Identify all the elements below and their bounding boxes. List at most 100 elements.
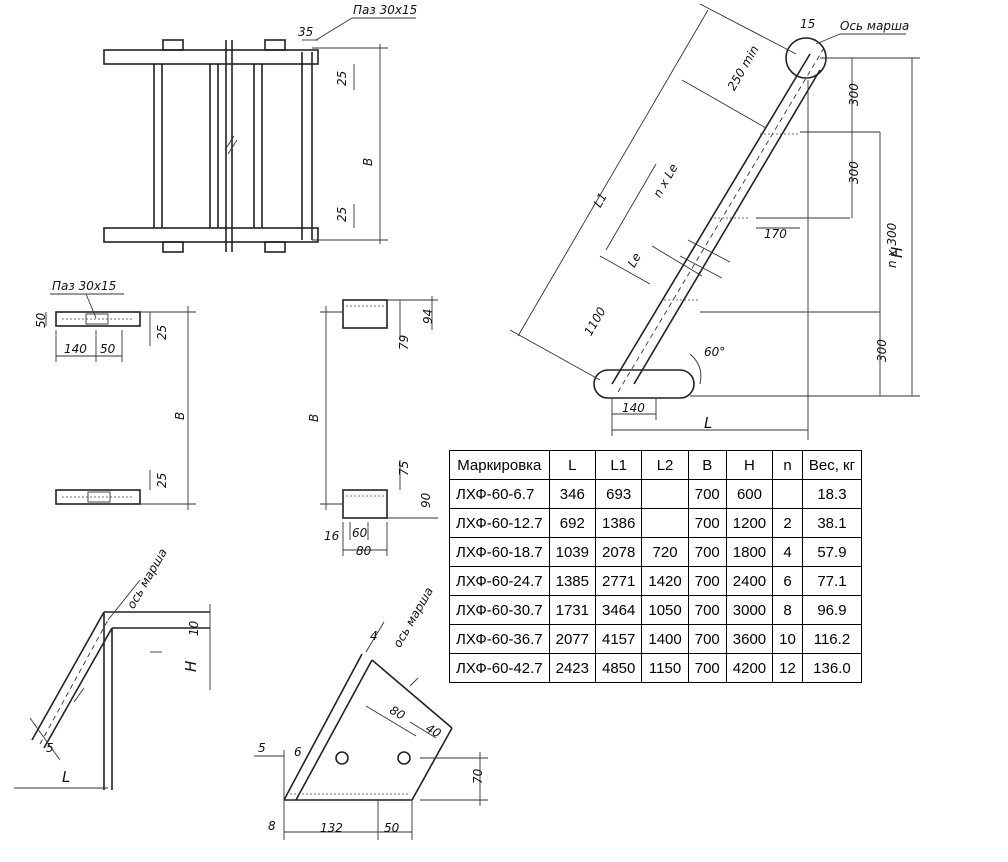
cell-B: 700 [687, 537, 727, 567]
cell-L: 2077 [548, 624, 597, 654]
cell-L1: 3464 [594, 595, 643, 625]
cell-n [772, 479, 803, 509]
cell-L1: 2078 [594, 537, 643, 567]
cell-B: 700 [687, 624, 727, 654]
dim-16: 16 [324, 529, 340, 543]
cell-n: 8 [772, 595, 803, 625]
dim-L-small: L [62, 768, 70, 786]
header-marking: Маркировка [449, 450, 550, 480]
cell-n: 10 [772, 624, 803, 654]
dim-5b: 5 [258, 741, 266, 755]
cell-L1: 1386 [594, 508, 643, 538]
cell-weight: 18.3 [801, 479, 863, 509]
cell-L2: 720 [641, 537, 689, 567]
header-L: L [548, 450, 597, 480]
cell-B: 700 [687, 653, 727, 683]
dim-25c: 25 [155, 325, 169, 340]
stringer-view [45, 293, 196, 510]
dim-250min: 250 min [725, 43, 762, 93]
cell-marking: ЛХФ-60-36.7 [449, 624, 550, 654]
table-row: ЛХФ-60-18.7 1039 2078 720 700 1800 4 57.… [449, 537, 863, 567]
cell-L2: 1400 [641, 624, 689, 654]
dim-60: 60 [352, 526, 368, 540]
dim-B-mid: B [307, 414, 321, 422]
dim-H-small: H [182, 661, 200, 672]
cell-B: 700 [687, 508, 727, 538]
cell-L: 346 [548, 479, 597, 509]
cell-L2 [641, 508, 689, 538]
table-header-row: Маркировка L L1 L2 B H n Вес, кг [449, 450, 863, 480]
dim-25d: 25 [155, 473, 169, 488]
table-row: ЛХФ-60-30.7 1731 3464 1050 700 3000 8 96… [449, 595, 863, 625]
dim-n300: n x 300 [885, 222, 899, 268]
cell-B: 700 [687, 566, 727, 596]
dim-H: H [888, 247, 906, 258]
cell-marking: ЛХФ-60-30.7 [449, 595, 550, 625]
cell-H: 1200 [725, 508, 774, 538]
cell-L2: 1150 [641, 653, 689, 683]
cell-marking: ЛХФ-60-42.7 [449, 653, 550, 683]
dim-80: 80 [356, 544, 372, 558]
dim-50c: 50 [384, 821, 400, 835]
cell-L: 2423 [548, 653, 597, 683]
cell-L1: 4850 [594, 653, 643, 683]
cell-L1: 4157 [594, 624, 643, 654]
cell-n: 2 [772, 508, 803, 538]
inclined-ladder-view [509, 3, 920, 440]
cell-B: 700 [687, 595, 727, 625]
cell-n: 12 [772, 653, 803, 683]
dim-nLe: n x Le [650, 161, 680, 200]
dim-79: 79 [397, 335, 411, 350]
table-row: ЛХФ-60-36.7 2077 4157 1400 700 3600 10 1… [449, 624, 863, 654]
cell-L2: 1050 [641, 595, 689, 625]
dim-4: 4 [370, 629, 378, 643]
dim-1100: 1100 [581, 304, 609, 338]
dim-70: 70 [471, 768, 485, 784]
dim-35: 35 [298, 25, 313, 39]
label-axis-small-1: ось марша [124, 546, 170, 611]
dim-75: 75 [397, 461, 411, 476]
cell-H: 600 [725, 479, 774, 509]
dim-300b: 300 [847, 161, 861, 184]
cell-L: 1731 [548, 595, 597, 625]
header-weight: Вес, кг [801, 450, 863, 480]
header-L1: L1 [594, 450, 643, 480]
cell-weight: 38.1 [801, 508, 863, 538]
dim-L1: L1 [591, 190, 610, 209]
dim-8: 8 [268, 819, 276, 833]
cell-L2 [641, 479, 689, 509]
dim-B-top: B [361, 158, 375, 166]
table-row: ЛХФ-60-6.7 346 693 700 600 18.3 [449, 479, 863, 509]
dim-10: 10 [187, 620, 201, 636]
dim-60deg: 60° [704, 345, 725, 359]
cell-H: 2400 [725, 566, 774, 596]
header-B: B [687, 450, 727, 480]
dim-140b: 140 [622, 401, 645, 415]
cell-L2: 1420 [641, 566, 689, 596]
cell-L: 1385 [548, 566, 597, 596]
dim-50b: 50 [100, 342, 116, 356]
table-row: ЛХФ-60-12.7 692 1386 700 1200 2 38.1 [449, 508, 863, 538]
cell-B: 700 [687, 479, 727, 509]
dim-Le: Le [625, 251, 644, 270]
dim-6: 6 [294, 745, 302, 759]
dim-25a: 25 [335, 71, 349, 86]
dim-90: 90 [419, 492, 433, 508]
plan-view [103, 17, 416, 253]
cell-H: 3000 [725, 595, 774, 625]
cell-weight: 116.2 [801, 624, 863, 654]
dim-132: 132 [320, 821, 343, 835]
table-row: ЛХФ-60-42.7 2423 4850 1150 700 4200 12 1… [449, 653, 863, 683]
dim-5: 5 [46, 741, 54, 755]
cell-weight: 57.9 [801, 537, 863, 567]
cell-weight: 96.9 [801, 595, 863, 625]
dim-L: L [704, 414, 712, 432]
cell-L: 692 [548, 508, 597, 538]
label-march-axis: Ось марша [840, 19, 909, 33]
dim-50: 50 [34, 312, 48, 328]
header-n: n [772, 450, 803, 480]
dim-140: 140 [64, 342, 87, 356]
cell-marking: ЛХФ-60-18.7 [449, 537, 550, 567]
cell-marking: ЛХФ-60-12.7 [449, 508, 550, 538]
